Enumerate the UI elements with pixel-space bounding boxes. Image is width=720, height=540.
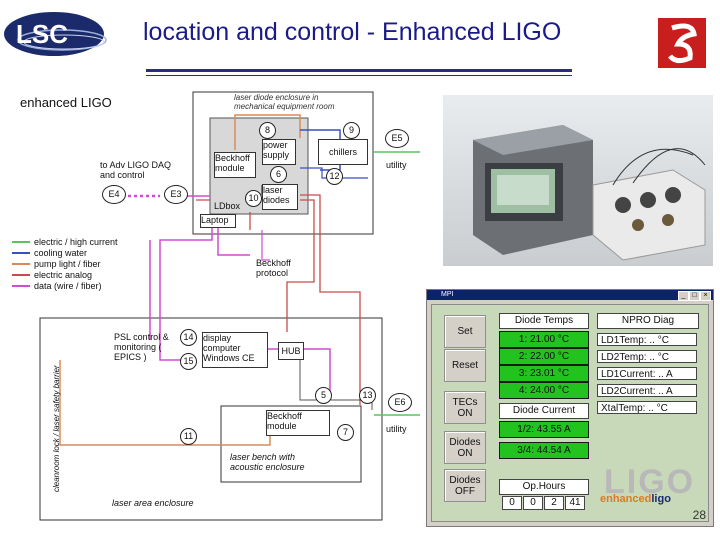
lsc-logo: LSC	[4, 10, 110, 58]
control-panel-window: MPI _ □ × Set Reset TECs ON Diodes ON Di…	[426, 289, 714, 527]
set-button[interactable]: Set	[444, 315, 486, 348]
enhancedligo-text: enhancedligo	[600, 493, 671, 505]
npro-ld1-current: LD1Current: .. A	[597, 367, 697, 380]
connector-e3: E3	[164, 185, 188, 204]
connector-e5: E5	[385, 129, 409, 148]
legend-item: pump light / fiber	[34, 259, 101, 269]
psl-control-label: PSL control & monitoring ( EPICS )	[114, 332, 169, 362]
enhanced-word: enhanced	[600, 493, 652, 505]
cleanroom-label: cleanroom lock / laser safety barrier	[52, 365, 61, 492]
diode-current-2: 3/4: 44.54 A	[499, 442, 589, 459]
node-13: 13	[359, 387, 376, 404]
page-title: location and control - Enhanced LIGO	[143, 18, 562, 46]
legend-swatch	[12, 263, 30, 265]
npro-xtal-temp: XtalTemp: .. °C	[597, 401, 697, 414]
diode-temp-3: 3: 23.01 °C	[499, 365, 589, 382]
page-number: 28	[692, 508, 706, 522]
node-9: 9	[343, 122, 360, 139]
node-15: 15	[180, 353, 197, 370]
legend-swatch	[12, 274, 30, 276]
diode-current-header: Diode Current	[499, 403, 589, 419]
node-5: 5	[315, 387, 332, 404]
node-10: 10	[245, 190, 262, 207]
hub-box: HUB	[278, 342, 304, 360]
adv-ligo-label: to Adv LIGO DAQ and control	[100, 160, 172, 180]
legend-swatch	[12, 252, 30, 254]
close-icon[interactable]: ×	[700, 291, 711, 301]
diode-temp-2: 2: 22.00 °C	[499, 348, 589, 365]
display-computer-box: display computer Windows CE	[202, 332, 268, 368]
ophours-header: Op.Hours	[499, 479, 589, 495]
diode-temps-header: Diode Temps	[499, 313, 589, 329]
npro-ld2-temp: LD2Temp: .. °C	[597, 350, 697, 363]
panel-body: Set Reset TECs ON Diodes ON Diodes OFF D…	[431, 304, 709, 522]
node-11: 11	[180, 428, 197, 445]
power-supply-box: power supply	[262, 139, 296, 165]
legend-item: cooling water	[34, 248, 88, 258]
laser-diodes-box: laser diodes	[262, 184, 298, 210]
ophours-cell: 0	[523, 496, 543, 510]
chillers-box: chillers	[318, 139, 368, 165]
node-12: 12	[326, 168, 343, 185]
npro-ld1-temp: LD1Temp: .. °C	[597, 333, 697, 346]
beckhoff-module-box: Beckhoff module	[214, 152, 256, 178]
legend-item: data (wire / fiber)	[34, 281, 102, 291]
legend-item: electric analog	[34, 270, 93, 280]
beckhoff-protocol-label: Beckhoff protocol	[256, 258, 291, 278]
ligo-word: ligo	[651, 493, 671, 505]
node-7: 7	[337, 424, 354, 441]
maximize-icon[interactable]: □	[689, 291, 700, 301]
legend-swatch	[12, 241, 30, 243]
npro-ld2-current: LD2Current: .. A	[597, 384, 697, 397]
node-6: 6	[270, 166, 287, 183]
hardware-photo	[443, 95, 713, 266]
connector-e6: E6	[388, 393, 412, 412]
legend-item: electric / high current	[34, 237, 118, 247]
npro-header: NPRO Diag	[597, 313, 699, 329]
ophours-cell: 0	[502, 496, 522, 510]
diagram-subtitle: enhanced LIGO	[20, 95, 112, 110]
diode-temp-1: 1: 21.00 °C	[499, 331, 589, 348]
window-titlebar: MPI _ □ ×	[427, 290, 713, 301]
node-14: 14	[180, 329, 197, 346]
beckhoff-module-2-box: Beckhoff module	[266, 410, 330, 436]
enclosure-label: laser diode enclosure in mechanical equi…	[234, 93, 335, 111]
minimize-icon[interactable]: _	[678, 291, 689, 301]
diodes-on-button[interactable]: Diodes ON	[444, 431, 486, 464]
laser-bench-label: laser bench with acoustic enclosure	[230, 452, 305, 472]
laser-area-label: laser area enclosure	[112, 498, 194, 508]
ophours-cell: 2	[544, 496, 564, 510]
lsc-logo-text: LSC	[16, 19, 68, 49]
tecs-on-button[interactable]: TECs ON	[444, 391, 486, 424]
title-rule	[146, 69, 572, 72]
diodes-off-button[interactable]: Diodes OFF	[444, 469, 486, 502]
enhanced-ligo-logo: LIGO enhancedligo	[600, 463, 700, 511]
legend-swatch	[12, 285, 30, 287]
ldbox-label: LDbox	[214, 201, 241, 211]
title-rule-thin	[146, 75, 572, 76]
utility-label-bottom: utility	[386, 424, 407, 434]
node-8: 8	[259, 122, 276, 139]
utility-label-top: utility	[386, 160, 407, 170]
crest-logo	[652, 14, 714, 72]
reset-button[interactable]: Reset	[444, 349, 486, 382]
laptop-box: Laptop	[200, 214, 236, 228]
connector-e4: E4	[102, 185, 126, 204]
ligo-logo-text: LIGO	[604, 463, 696, 501]
diode-current-1: 1/2: 43.55 A	[499, 421, 589, 438]
diode-temp-4: 4: 24.00 °C	[499, 382, 589, 399]
ophours-cell: 41	[565, 496, 585, 510]
window-title: MPI	[441, 291, 454, 298]
